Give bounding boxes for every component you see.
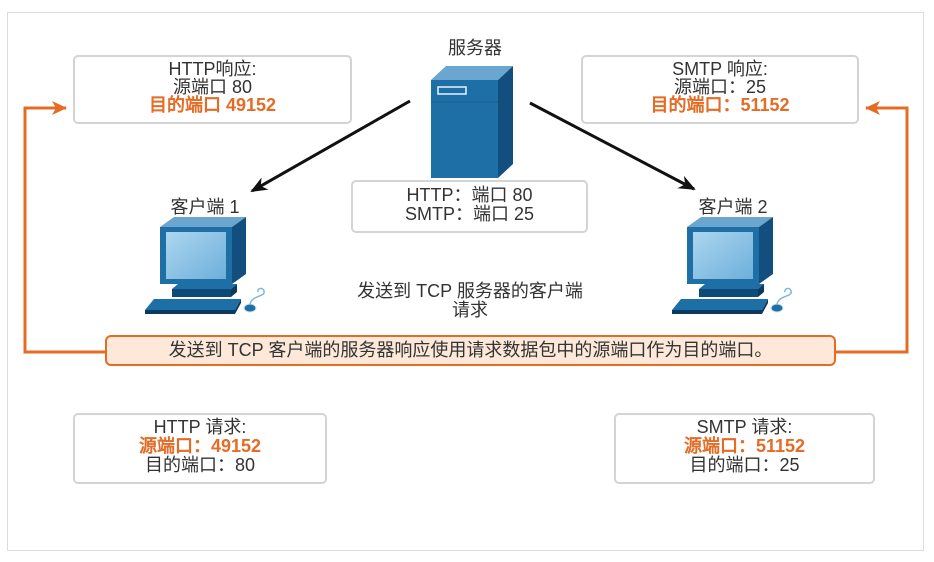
monitor-base-front bbox=[172, 289, 231, 297]
keyboard-front bbox=[672, 310, 762, 314]
server-top-face bbox=[431, 66, 513, 80]
smtp-response-title: SMTP 响应: bbox=[672, 59, 768, 79]
http-response-box: HTTP响应: 源端口 80 目的端口 49152 bbox=[73, 55, 352, 124]
http-request-title: HTTP 请求: bbox=[153, 417, 247, 437]
response-path-right bbox=[836, 101, 909, 354]
diagram-frame bbox=[7, 12, 924, 551]
client2-label: 客户端 2 bbox=[698, 197, 768, 217]
client2-workstation-icon bbox=[672, 217, 792, 314]
mouse-cord bbox=[249, 287, 265, 305]
note-bar: 发送到 TCP 客户端的服务器响应使用请求数据包中的源端口作为目的端口。 bbox=[105, 335, 836, 366]
keyboard-front bbox=[145, 310, 235, 314]
monitor-top bbox=[160, 217, 246, 227]
monitor-screen bbox=[693, 232, 753, 279]
server-port-smtp: SMTP：端口 25 bbox=[404, 204, 535, 224]
monitor-side bbox=[232, 217, 246, 284]
monitor-base-top bbox=[699, 284, 764, 289]
mouse bbox=[770, 303, 784, 313]
monitor-base-side bbox=[231, 284, 237, 297]
monitor-base-top bbox=[172, 284, 237, 289]
request-caption-line2: 请求 bbox=[452, 300, 488, 320]
response-path-left bbox=[23, 101, 105, 354]
monitor-top bbox=[687, 217, 773, 227]
server-side-face bbox=[498, 66, 513, 178]
server-label: 服务器 bbox=[448, 38, 502, 58]
http-response-title: HTTP响应: bbox=[168, 59, 257, 79]
http-request-box: HTTP 请求: 源端口：49152 目的端口：80 bbox=[73, 413, 327, 484]
keyboard-side bbox=[762, 299, 768, 314]
smtp-request-dest-port: 目的端口：25 bbox=[689, 455, 800, 475]
client1-workstation-icon bbox=[145, 217, 265, 314]
monitor-base-front bbox=[699, 289, 758, 297]
mouse bbox=[243, 303, 257, 313]
keyboard-top bbox=[145, 299, 241, 310]
http-response-dest-port: 目的端口 49152 bbox=[148, 95, 277, 115]
client1-label: 客户端 1 bbox=[170, 197, 240, 217]
keyboard-top bbox=[672, 299, 768, 310]
smtp-request-box: SMTP 请求: 源端口：51152 目的端口：25 bbox=[614, 413, 875, 484]
mouse-cord bbox=[776, 287, 792, 305]
server-drive-slot bbox=[437, 86, 467, 95]
monitor-base-side bbox=[758, 284, 764, 297]
request-caption-line1: 发送到 TCP 服务器的客户端 bbox=[357, 281, 583, 301]
monitor-screen bbox=[166, 232, 226, 279]
arrow-server-to-client2 bbox=[529, 101, 696, 191]
smtp-response-box: SMTP 响应: 源端口：25 目的端口：51152 bbox=[581, 55, 859, 124]
smtp-request-title: SMTP 请求: bbox=[696, 417, 793, 437]
http-response-source-port: 源端口 80 bbox=[172, 77, 253, 97]
server-icon bbox=[431, 66, 513, 178]
request-caption: 发送到 TCP 服务器的客户端 请求 bbox=[320, 282, 620, 320]
arrow-server-to-client1 bbox=[250, 99, 411, 193]
http-request-source-port: 源端口：49152 bbox=[138, 436, 262, 456]
keyboard-side bbox=[235, 299, 241, 314]
smtp-request-source-port: 源端口：51152 bbox=[683, 436, 806, 456]
monitor-side bbox=[759, 217, 773, 284]
server-port-http: HTTP：端口 80 bbox=[406, 185, 533, 205]
server-ports-box: HTTP：端口 80 SMTP：端口 25 bbox=[351, 180, 588, 233]
smtp-response-dest-port: 目的端口：51152 bbox=[650, 95, 790, 115]
smtp-response-source-port: 源端口：25 bbox=[673, 77, 767, 97]
http-request-dest-port: 目的端口：80 bbox=[144, 455, 256, 475]
server-front-face bbox=[431, 80, 498, 178]
